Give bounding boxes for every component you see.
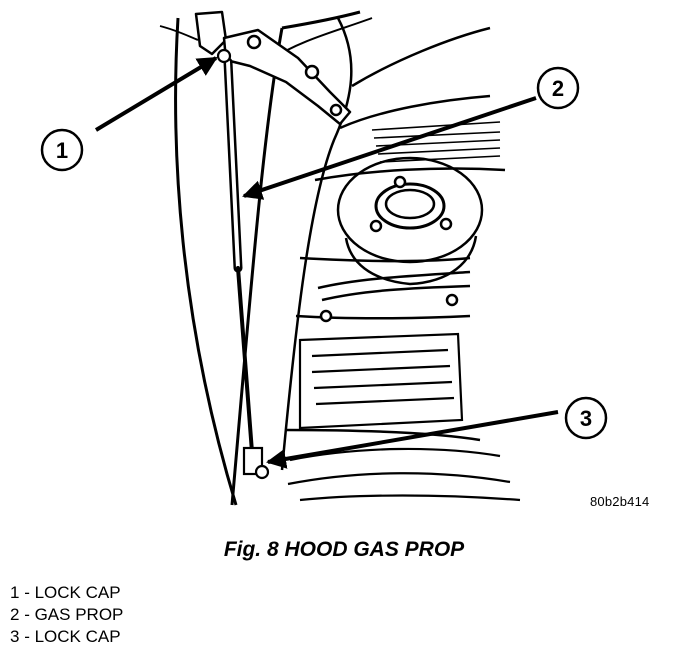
legend-separator: -: [19, 605, 35, 624]
legend-label: GAS PROP: [34, 605, 124, 624]
strut-tower: [336, 156, 484, 286]
callout-arrows: [94, 56, 559, 469]
hood-gas-prop-illustration: 1 2 3 80b2b414: [40, 10, 650, 509]
wire: [159, 25, 199, 41]
hood-hinge: [194, 10, 352, 126]
cowl-vent: [371, 121, 501, 163]
legend-item: 3 - LOCK CAP: [10, 626, 123, 648]
legend-separator: -: [19, 627, 35, 646]
lower-fender: [287, 447, 521, 502]
legend-separator: -: [19, 583, 35, 602]
callout-number-3: 3: [580, 406, 592, 431]
leader-line-1: [94, 56, 218, 132]
gas-prop: [216, 48, 270, 480]
figure-caption: Fig. 8 HOOD GAS PROP: [223, 538, 465, 561]
leader-line-2: [242, 96, 537, 200]
callout-number-2: 2: [552, 76, 564, 101]
leader-line-3: [266, 410, 559, 469]
legend: 1 - LOCK CAP 2 - GAS PROP 3 - LOCK CAP: [10, 582, 123, 648]
legend-label: LOCK CAP: [34, 583, 121, 602]
legend-number: 1: [10, 583, 20, 602]
figure-code: 80b2b414: [590, 494, 650, 509]
callout-2: 2: [536, 66, 580, 110]
legend-item: 2 - GAS PROP: [10, 604, 123, 626]
callout-number-1: 1: [56, 138, 68, 163]
lower-tray: [298, 332, 464, 430]
callout-1: 1: [40, 128, 84, 172]
legend-number: 3: [10, 627, 20, 646]
legend-item: 1 - LOCK CAP: [10, 582, 123, 604]
legend-label: LOCK CAP: [34, 627, 121, 646]
hose: [317, 270, 471, 323]
legend-number: 2: [10, 605, 20, 624]
line-drawing: 1 2 3: [40, 10, 608, 506]
callout-3: 3: [564, 396, 608, 440]
